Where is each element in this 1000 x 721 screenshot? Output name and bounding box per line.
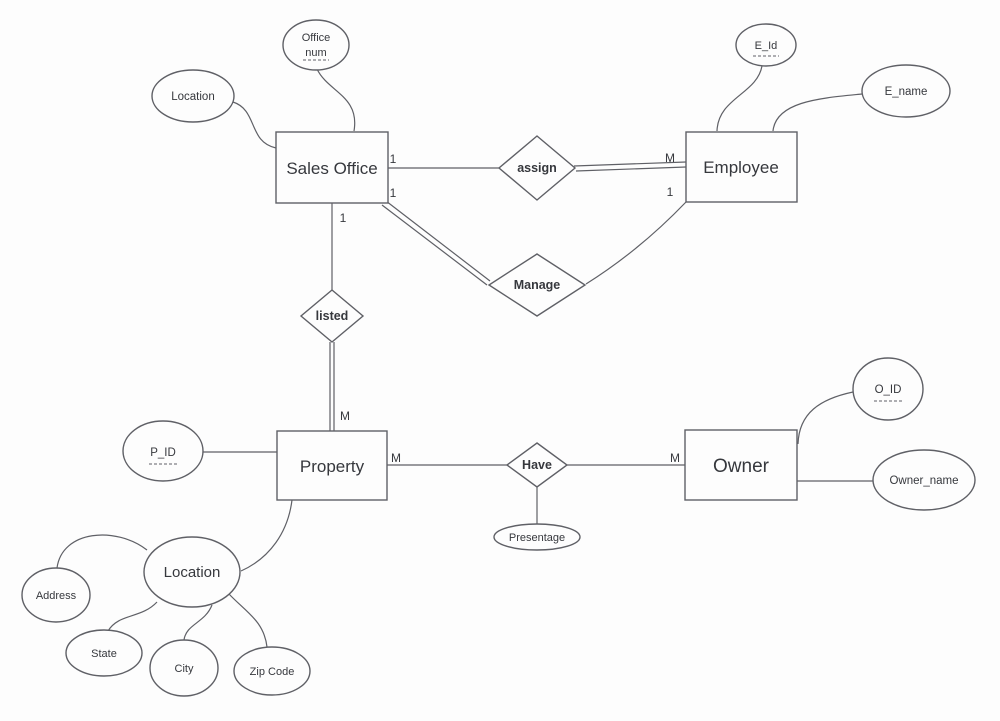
connector-assign-employee-line1 xyxy=(573,161,687,167)
attribute-location-property-ellipse xyxy=(143,536,241,608)
attribute-location-property: Location xyxy=(143,536,241,608)
cardinality-salesoffice-manage: 1 xyxy=(390,186,397,200)
attribute-e-id: E_Id xyxy=(735,23,797,67)
relationship-assign: assign xyxy=(497,135,577,201)
cardinality-have-owner: M xyxy=(670,451,680,465)
connector-officenum-salesoffice xyxy=(316,68,356,132)
cardinality-property-have: M xyxy=(391,451,401,465)
entity-property-box xyxy=(276,430,388,501)
connector-location-salesoffice xyxy=(232,101,277,149)
attribute-p-id-label: P_ID xyxy=(150,447,176,459)
entity-owner-label: Owner xyxy=(713,456,770,477)
connector-salesoffice-manage-line1 xyxy=(385,200,491,282)
relationship-manage-label: Manage xyxy=(514,278,561,292)
attribute-e-name-label: E_name xyxy=(885,86,928,98)
attribute-address: Address xyxy=(21,567,91,623)
cardinality-listed-property: M xyxy=(340,409,350,423)
entity-sales-office: Sales Office xyxy=(275,131,389,204)
attribute-e-name-ellipse xyxy=(861,64,951,118)
connector-assign-employee-line2 xyxy=(575,166,687,172)
attribute-office-num: Office num xyxy=(282,19,350,71)
entity-sales-office-box xyxy=(275,131,389,204)
attribute-office-num-label-line1: Office xyxy=(302,32,331,44)
relationship-listed-label: listed xyxy=(316,309,349,323)
connector-location-address xyxy=(56,534,148,569)
attribute-presentage-ellipse xyxy=(493,523,581,551)
connector-oid-owner xyxy=(797,391,854,445)
entity-property-label: Property xyxy=(300,457,365,476)
attribute-o-id-ellipse xyxy=(852,357,924,421)
attribute-office-num-ellipse xyxy=(282,19,350,71)
attribute-state: State xyxy=(65,629,143,677)
attribute-e-name: E_name xyxy=(861,64,951,118)
attribute-e-id-label: E_Id xyxy=(755,40,778,52)
entity-owner: Owner xyxy=(684,429,798,501)
relationship-manage-diamond xyxy=(487,253,587,317)
attribute-city: City xyxy=(149,639,219,697)
attribute-location-salesoffice: Location xyxy=(151,69,235,123)
attribute-p-id-ellipse xyxy=(122,420,204,482)
connector-employee-manage xyxy=(585,201,687,285)
entity-owner-box xyxy=(684,429,798,501)
attribute-state-ellipse xyxy=(65,629,143,677)
connector-property-location xyxy=(240,499,293,572)
relationship-listed-diamond xyxy=(299,289,365,343)
connector-location-state xyxy=(107,601,158,632)
cardinality-employee-manage: 1 xyxy=(667,185,674,199)
cardinality-assign-employee: M xyxy=(665,151,675,165)
cardinality-salesoffice-listed: 1 xyxy=(340,211,347,225)
attribute-p-id: P_ID xyxy=(122,420,204,482)
relationship-have: Have xyxy=(505,442,569,488)
attribute-office-num-label-line2: num xyxy=(305,47,326,59)
entity-employee-box xyxy=(685,131,798,203)
cardinality-salesoffice-assign: 1 xyxy=(390,152,397,166)
attribute-location-property-label: Location xyxy=(164,564,221,581)
connector-eid-employee xyxy=(716,65,763,132)
attribute-owner-name-label: Owner_name xyxy=(889,475,958,487)
attribute-location-salesoffice-ellipse xyxy=(151,69,235,123)
attribute-state-label: State xyxy=(91,648,117,660)
attribute-zip-code: Zip Code xyxy=(233,646,311,696)
attribute-o-id: O_ID xyxy=(852,357,924,421)
entity-sales-office-label: Sales Office xyxy=(286,159,377,178)
attribute-city-label: City xyxy=(175,663,194,675)
relationship-assign-diamond xyxy=(497,135,577,201)
attribute-presentage: Presentage xyxy=(493,523,581,551)
attribute-o-id-label: O_ID xyxy=(875,384,902,396)
attribute-address-label: Address xyxy=(36,590,77,602)
connector-location-city xyxy=(183,604,213,641)
attribute-location-salesoffice-label: Location xyxy=(171,91,214,103)
attribute-zip-code-ellipse xyxy=(233,646,311,696)
attribute-zip-code-label: Zip Code xyxy=(250,666,295,678)
entity-employee: Employee xyxy=(685,131,798,203)
connector-location-zipcode xyxy=(228,593,268,648)
attribute-city-ellipse xyxy=(149,639,219,697)
entity-employee-label: Employee xyxy=(703,158,779,177)
attribute-address-ellipse xyxy=(21,567,91,623)
connectors xyxy=(56,65,873,648)
relationship-have-label: Have xyxy=(522,458,552,472)
cardinality-labels: 1 M 1 1 1 M M M xyxy=(340,151,680,465)
connector-ename-employee xyxy=(772,93,863,132)
relationship-listed: listed xyxy=(299,289,365,343)
attribute-presentage-label: Presentage xyxy=(509,532,565,544)
attribute-owner-name-ellipse xyxy=(872,449,976,511)
relationship-assign-label: assign xyxy=(517,161,557,175)
entity-property: Property xyxy=(276,430,388,501)
attribute-owner-name: Owner_name xyxy=(872,449,976,511)
attribute-e-id-ellipse xyxy=(735,23,797,67)
relationship-manage: Manage xyxy=(487,253,587,317)
connector-salesoffice-manage-line2 xyxy=(381,204,488,286)
relationship-have-diamond xyxy=(505,442,569,488)
